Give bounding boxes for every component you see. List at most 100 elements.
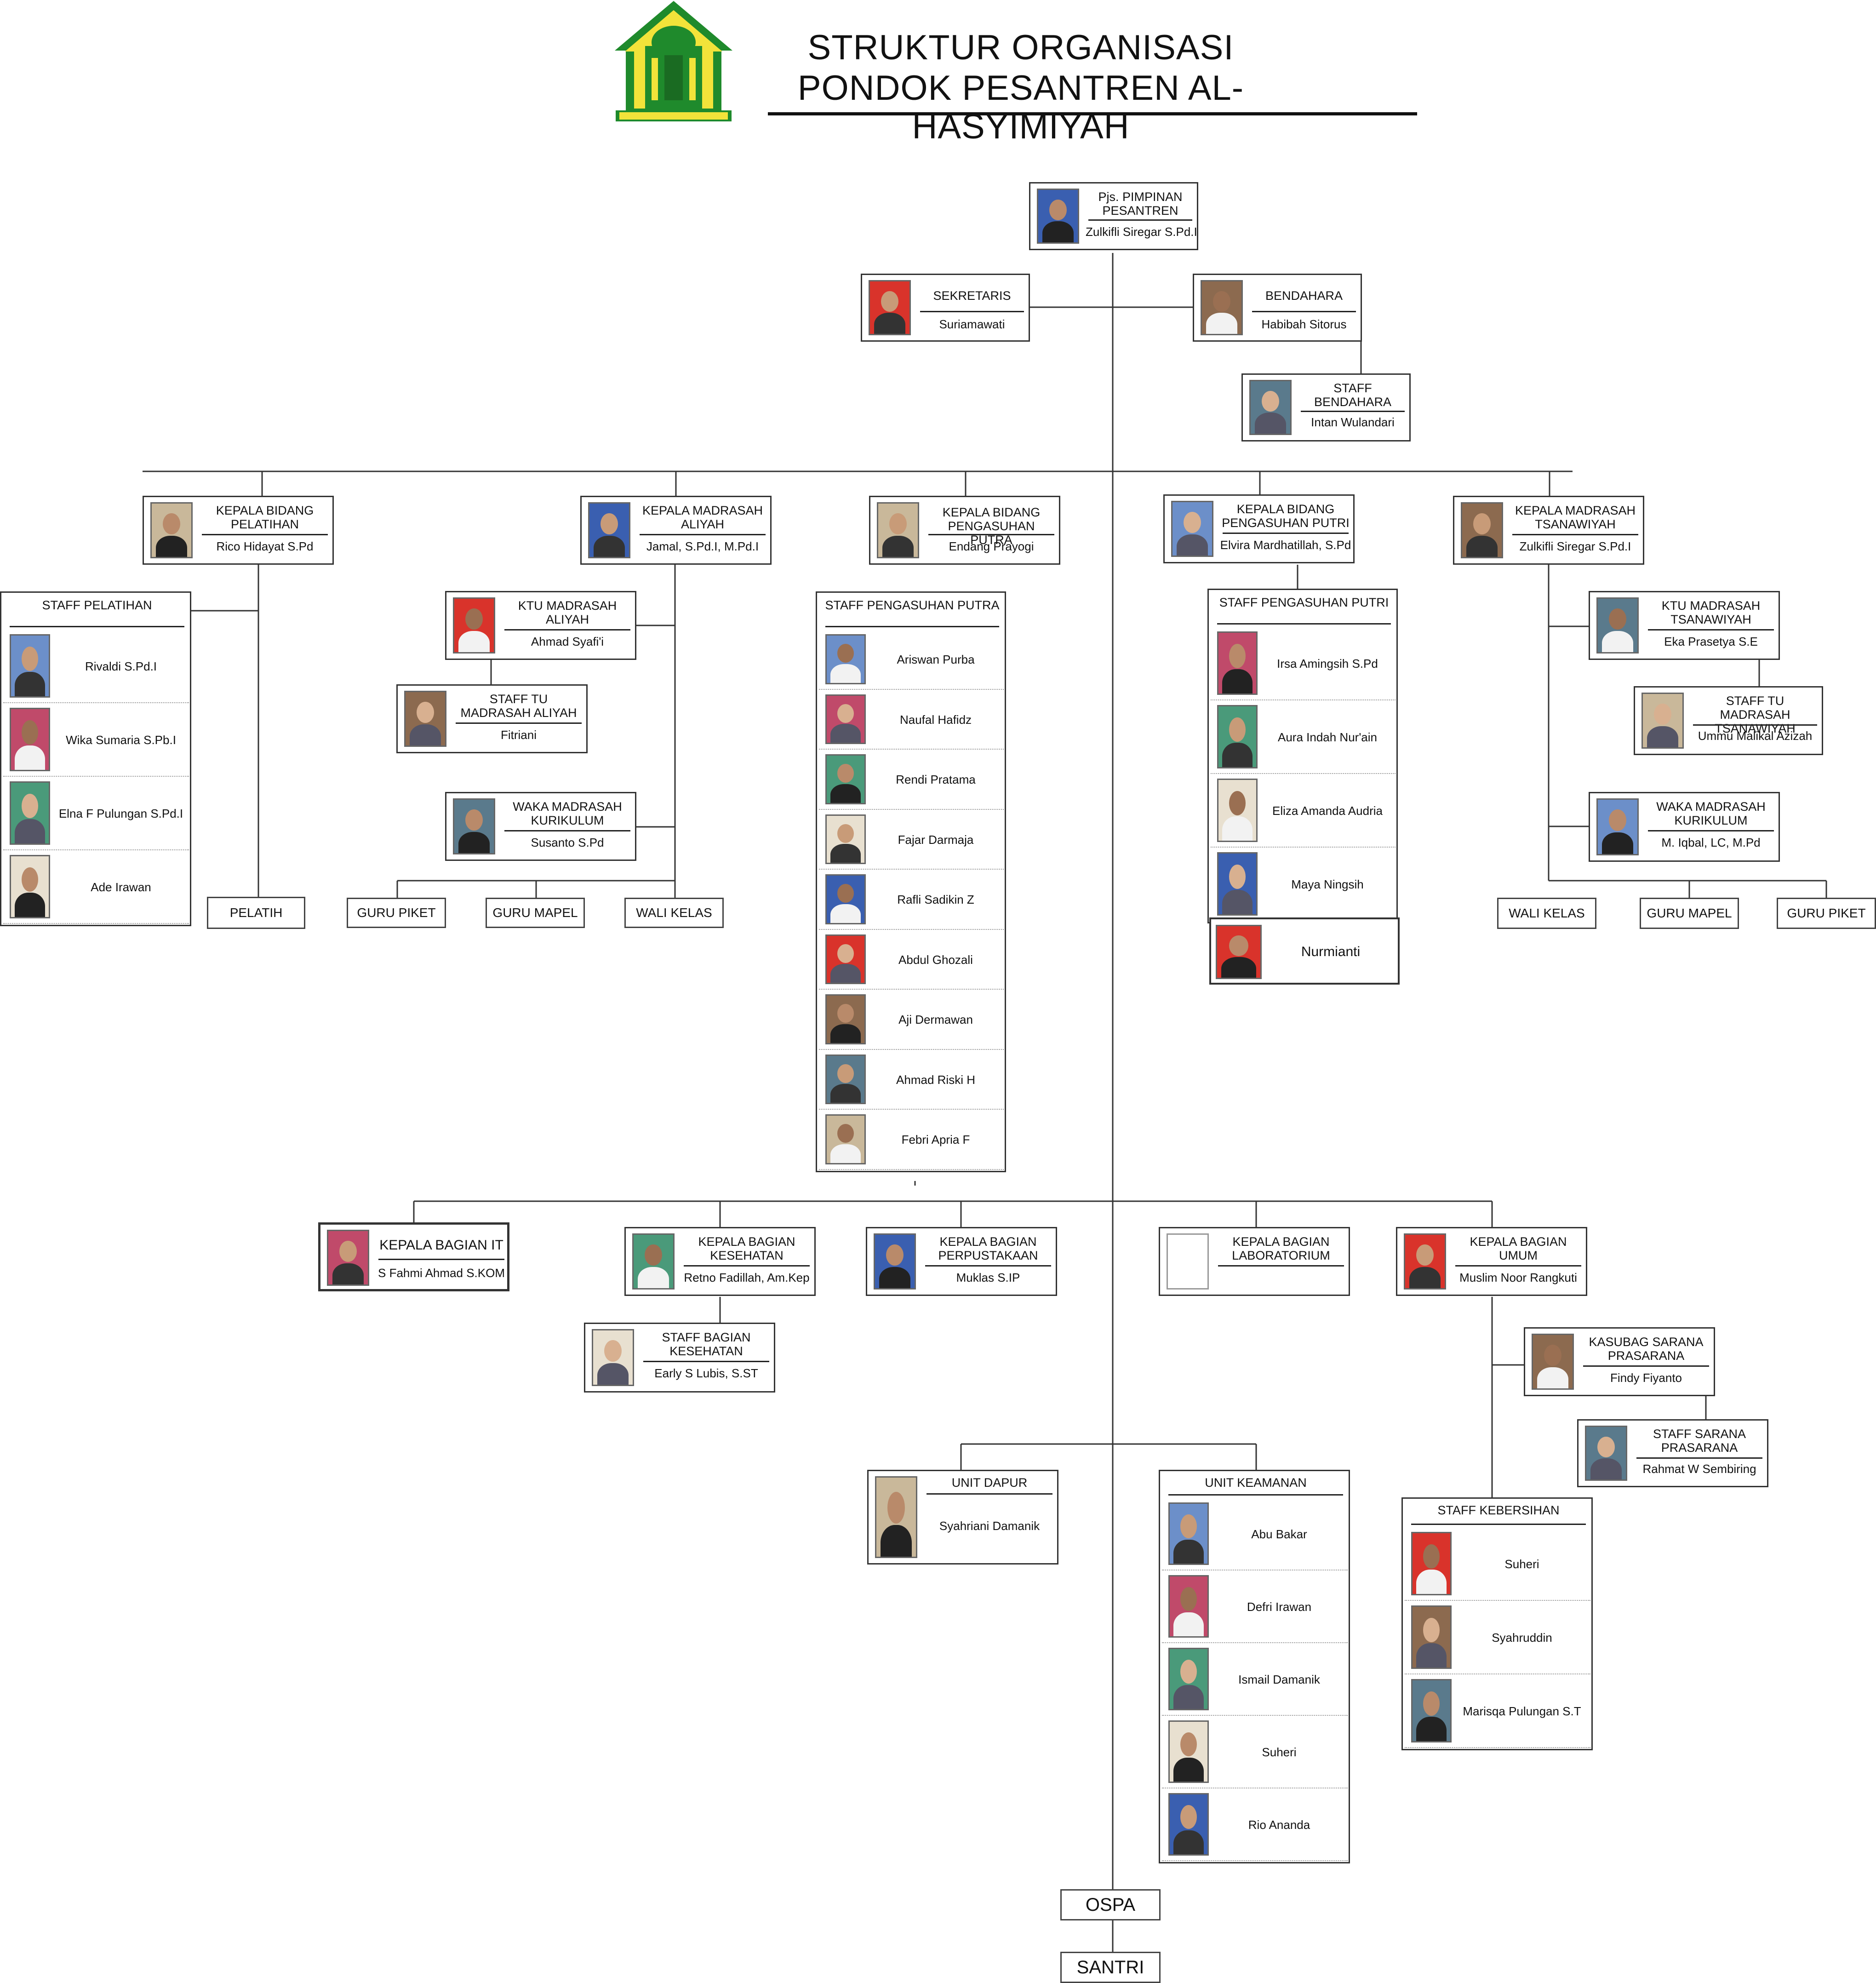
person-photo <box>453 798 495 854</box>
photo-figure-head <box>837 764 854 783</box>
kb-umum-card-name: Muslim Noor Rangkuti <box>1459 1271 1577 1284</box>
kb-perpustakaan-card-name: Muklas S.IP <box>956 1271 1020 1284</box>
person-photo <box>1596 798 1639 855</box>
unit-dapur-card-title: UNIT DAPUR <box>951 1476 1028 1490</box>
photo-figure-head <box>837 884 854 903</box>
kb-laboratorium-card-rule <box>1218 1265 1344 1267</box>
photo-figure-body <box>1466 535 1498 557</box>
person-photo <box>875 1476 917 1558</box>
waka-tsanawiyah-card-title: WAKA MADRASAH KURIKULUM <box>1656 800 1766 827</box>
waka-tsanawiyah-card-name: M. Iqbal, LC, M.Pd <box>1661 836 1761 849</box>
kb-laboratorium-card-title: KEPALA BAGIAN LABORATORIUM <box>1232 1235 1330 1262</box>
photo-figure-head <box>21 646 39 671</box>
photo-figure-head <box>1654 703 1671 725</box>
staff-kesehatan-card-rule <box>643 1361 769 1362</box>
photo-figure-body <box>830 784 861 803</box>
person-photo <box>592 1329 634 1386</box>
list-item-name: Rio Ananda <box>1248 1818 1310 1832</box>
list-item-name: Abu Bakar <box>1251 1527 1307 1541</box>
photo-figure-body <box>1537 1367 1569 1388</box>
person-photo <box>150 502 193 558</box>
photo-figure-head <box>1597 1436 1615 1458</box>
list-item: Elna F Pulungan S.Pd.I <box>3 777 189 850</box>
person-photo <box>825 934 866 984</box>
list-item-name: Elna F Pulungan S.Pd.I <box>58 807 183 820</box>
photo-figure-head <box>21 793 39 818</box>
photo-figure-body <box>1221 957 1256 978</box>
list-item: Rio Ananda <box>1162 1788 1348 1861</box>
person-photo <box>10 781 50 845</box>
km-tsanawiyah-card-name: Zulkifli Siregar S.Pd.I <box>1519 539 1631 553</box>
staff-putri-extra-card: Nurmianti <box>1209 917 1400 985</box>
person-photo <box>1168 1575 1209 1638</box>
person-photo <box>1585 1426 1627 1481</box>
photo-figure-head <box>163 513 180 535</box>
photo-figure-body <box>830 724 861 743</box>
photo-figure-head <box>889 513 907 535</box>
photo-figure-body <box>830 1144 861 1163</box>
photo-figure-body <box>597 1363 629 1385</box>
staff-kebersihan-list-rule <box>1411 1524 1586 1525</box>
photo-figure-head <box>465 608 483 630</box>
photo-figure-head <box>837 644 854 663</box>
photo-figure-head <box>837 824 854 843</box>
person-photo <box>1168 1648 1209 1710</box>
photo-figure-body <box>15 893 45 917</box>
photo-figure-body <box>1416 1643 1447 1668</box>
waka-aliyah-card-title: WAKA MADRASAH KURIKULUM <box>513 800 622 827</box>
list-item-name: Syahruddin <box>1492 1631 1552 1645</box>
photo-figure-body <box>879 1267 911 1288</box>
person-photo <box>1168 1502 1209 1565</box>
photo-figure-body <box>830 664 861 683</box>
photo-figure-head <box>1229 643 1246 668</box>
photo-figure-head <box>1609 608 1626 630</box>
photo-figure-head <box>837 1004 854 1023</box>
person-photo <box>1217 852 1258 916</box>
waka-aliyah-card-name: Susanto S.Pd <box>531 836 604 849</box>
ktu-aliyah-card-title: KTU MADRASAH ALIYAH <box>518 599 617 626</box>
staff-putri-list-title: STAFF PENGASUHAN PUTRI <box>1219 596 1389 609</box>
list-item-name: Naufal Hafidz <box>899 712 972 727</box>
tsanawiyah-unit-box: GURU MAPEL <box>1640 898 1739 929</box>
photo-figure-body <box>830 964 861 983</box>
photo-figure-body <box>593 535 625 557</box>
photo-figure-body <box>1222 743 1253 767</box>
person-photo <box>1404 1233 1446 1290</box>
aliyah-unit-box: GURU PIKET <box>347 898 446 928</box>
staff-kebersihan-list-title: STAFF KEBERSIHAN <box>1437 1503 1560 1517</box>
list-item-name: Defri Irawan <box>1247 1600 1312 1614</box>
list-item-name: Wika Sumaria S.Pb.I <box>66 733 176 747</box>
kb-it-card-name: S Fahmi Ahmad S.KOM <box>378 1266 505 1280</box>
person-photo <box>825 754 866 804</box>
person-photo <box>1201 280 1243 335</box>
photo-figure-body <box>15 819 45 843</box>
kasubag-card-name: Findy Fiyanto <box>1610 1371 1682 1385</box>
stu-aliyah-card-title: STAFF TU MADRASAH ALIYAH <box>460 692 577 720</box>
person-photo <box>1249 380 1292 435</box>
person-photo <box>1411 1679 1452 1742</box>
photo-figure-body <box>1222 669 1253 693</box>
ktu-tsanawiyah-card-title: KTU MADRASAH TSANAWIYAH <box>1661 599 1761 626</box>
staff-bendahara-card-rule <box>1301 411 1405 412</box>
person-photo <box>10 855 50 918</box>
person-photo <box>1461 502 1503 558</box>
photo-figure-body <box>830 904 861 923</box>
list-item: Fajar Darmaja <box>819 810 1004 870</box>
staff-putri-extra-name: Nurmianti <box>1301 944 1361 959</box>
photo-figure-head <box>1229 864 1246 889</box>
list-item-name: Abdul Ghozali <box>898 952 973 967</box>
kb-it-card-rule <box>378 1259 504 1260</box>
list-item: Eliza Amanda Audria <box>1211 774 1396 848</box>
sekretaris-card-name: Suriamawati <box>939 317 1005 331</box>
photo-figure-head <box>1544 1344 1561 1366</box>
list-item: Maya Ningsih <box>1211 848 1396 921</box>
person-photo <box>825 874 866 924</box>
person-photo <box>825 694 866 744</box>
staff-putri-list-rule <box>1217 623 1391 625</box>
